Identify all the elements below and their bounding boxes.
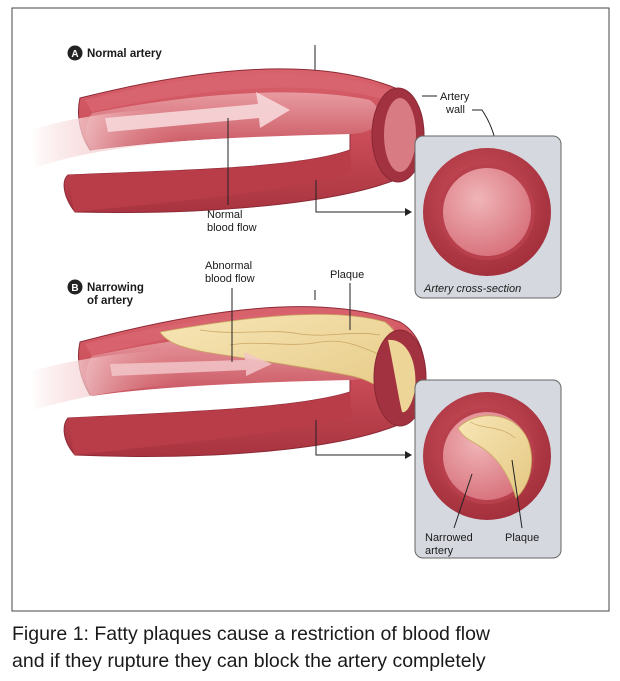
- abnormal-flow-label-2: blood flow: [205, 273, 255, 285]
- normal-flow-label-1: Normal: [207, 209, 242, 221]
- abnormal-flow-arrow: [110, 352, 272, 376]
- abnormal-flow-label-1: Abnormal: [205, 260, 252, 272]
- plaque-cross-section-label: Plaque: [505, 532, 539, 544]
- panel-b-title-1: Narrowing: [87, 282, 144, 294]
- badge-a-icon: [67, 45, 83, 61]
- plaque-label: Plaque: [330, 269, 364, 281]
- badge-b-letter: B: [71, 283, 78, 294]
- normal-flow-arrow: [105, 92, 290, 132]
- figure-caption-line-2: and if they rupture they can block the a…: [12, 650, 486, 672]
- artery-wall-label-1: Artery: [440, 91, 470, 103]
- panel-b-title-2: of artery: [87, 295, 134, 307]
- panel-a: A Normal artery Artery wall Normal blood…: [30, 45, 562, 299]
- artery-wall-label-2: wall: [445, 104, 465, 116]
- narrowed-artery-label-2: artery: [425, 545, 454, 557]
- badge-b-icon: [67, 279, 83, 295]
- narrowed-artery-label-1: Narrowed: [425, 532, 473, 544]
- panel-a-title: Normal artery: [87, 48, 162, 60]
- cross-section-label: Artery cross-section: [423, 283, 521, 295]
- normal-flow-label-2: blood flow: [207, 222, 257, 234]
- badge-a-letter: A: [71, 49, 78, 60]
- figure-caption-line-1: Figure 1: Fatty plaques cause a restrict…: [12, 623, 491, 645]
- normal-cross-section-lumen: [443, 168, 531, 256]
- panel-b: B Narrowing of artery Abnormal blood flo…: [30, 260, 562, 559]
